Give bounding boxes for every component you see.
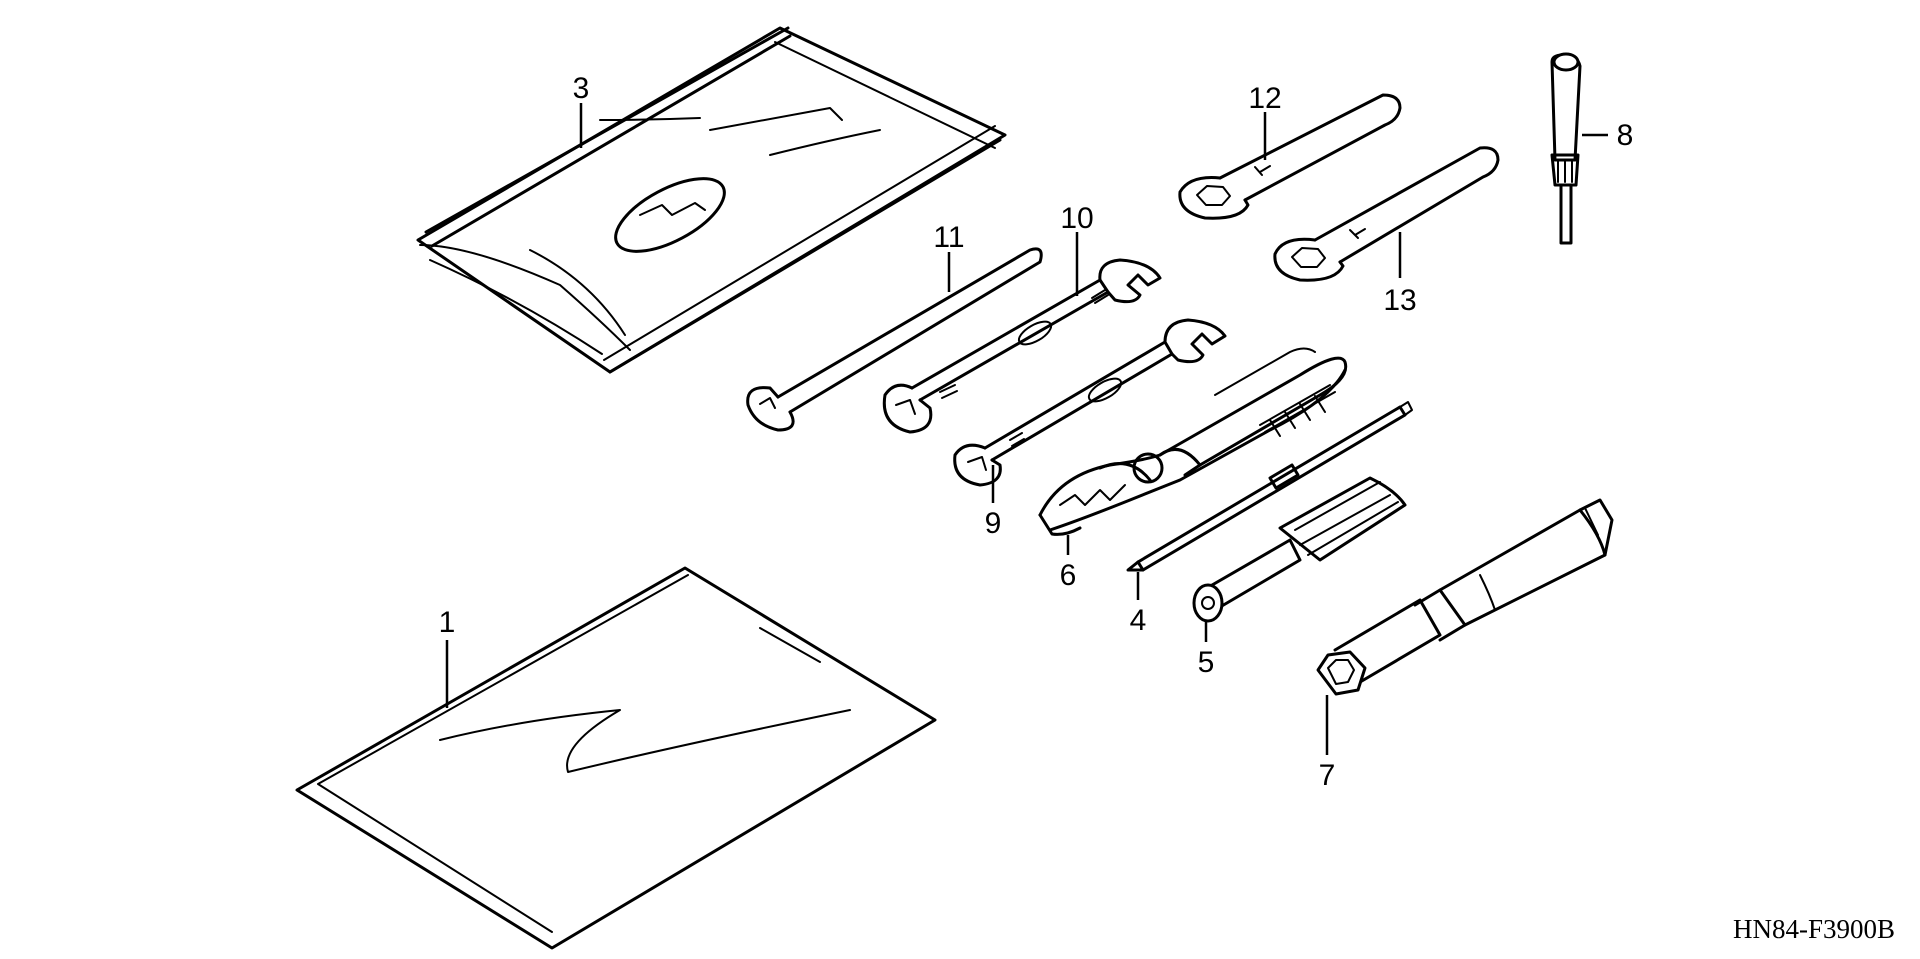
diagram-code: HN84-F3900B [1733,914,1895,944]
callout-8: 8 [1617,119,1634,152]
callout-1: 1 [439,606,456,639]
callout-7: 7 [1319,759,1336,792]
pliers[interactable] [1038,347,1348,536]
callout-9: 9 [985,507,1002,540]
callout-5: 5 [1198,646,1215,679]
owners-manual-envelope[interactable] [295,566,937,950]
callout-13: 13 [1383,284,1416,317]
callout-12: 12 [1248,82,1281,115]
wrench-part-10[interactable] [882,258,1162,434]
screwdriver-blade[interactable] [1126,401,1413,572]
screwdriver-handle[interactable] [1192,476,1407,623]
callout-6: 6 [1060,559,1077,592]
callout-4: 4 [1130,604,1147,637]
callout-labels: 1 3 4 5 6 7 8 9 10 11 12 13 [439,72,1634,792]
callout-11: 11 [933,221,964,254]
small-screwdriver[interactable] [1550,52,1582,245]
wrench-part-9[interactable] [953,318,1227,487]
wrench-part-11[interactable] [746,247,1043,432]
box-wrench-part-12[interactable] [1178,93,1402,220]
tool-bag[interactable] [416,26,1007,374]
callout-10: 10 [1060,202,1093,235]
callout-3: 3 [573,72,590,105]
box-wrench-part-13[interactable] [1273,146,1500,282]
spark-plug-wrench[interactable] [1316,498,1614,696]
leader-lines [445,103,1608,755]
